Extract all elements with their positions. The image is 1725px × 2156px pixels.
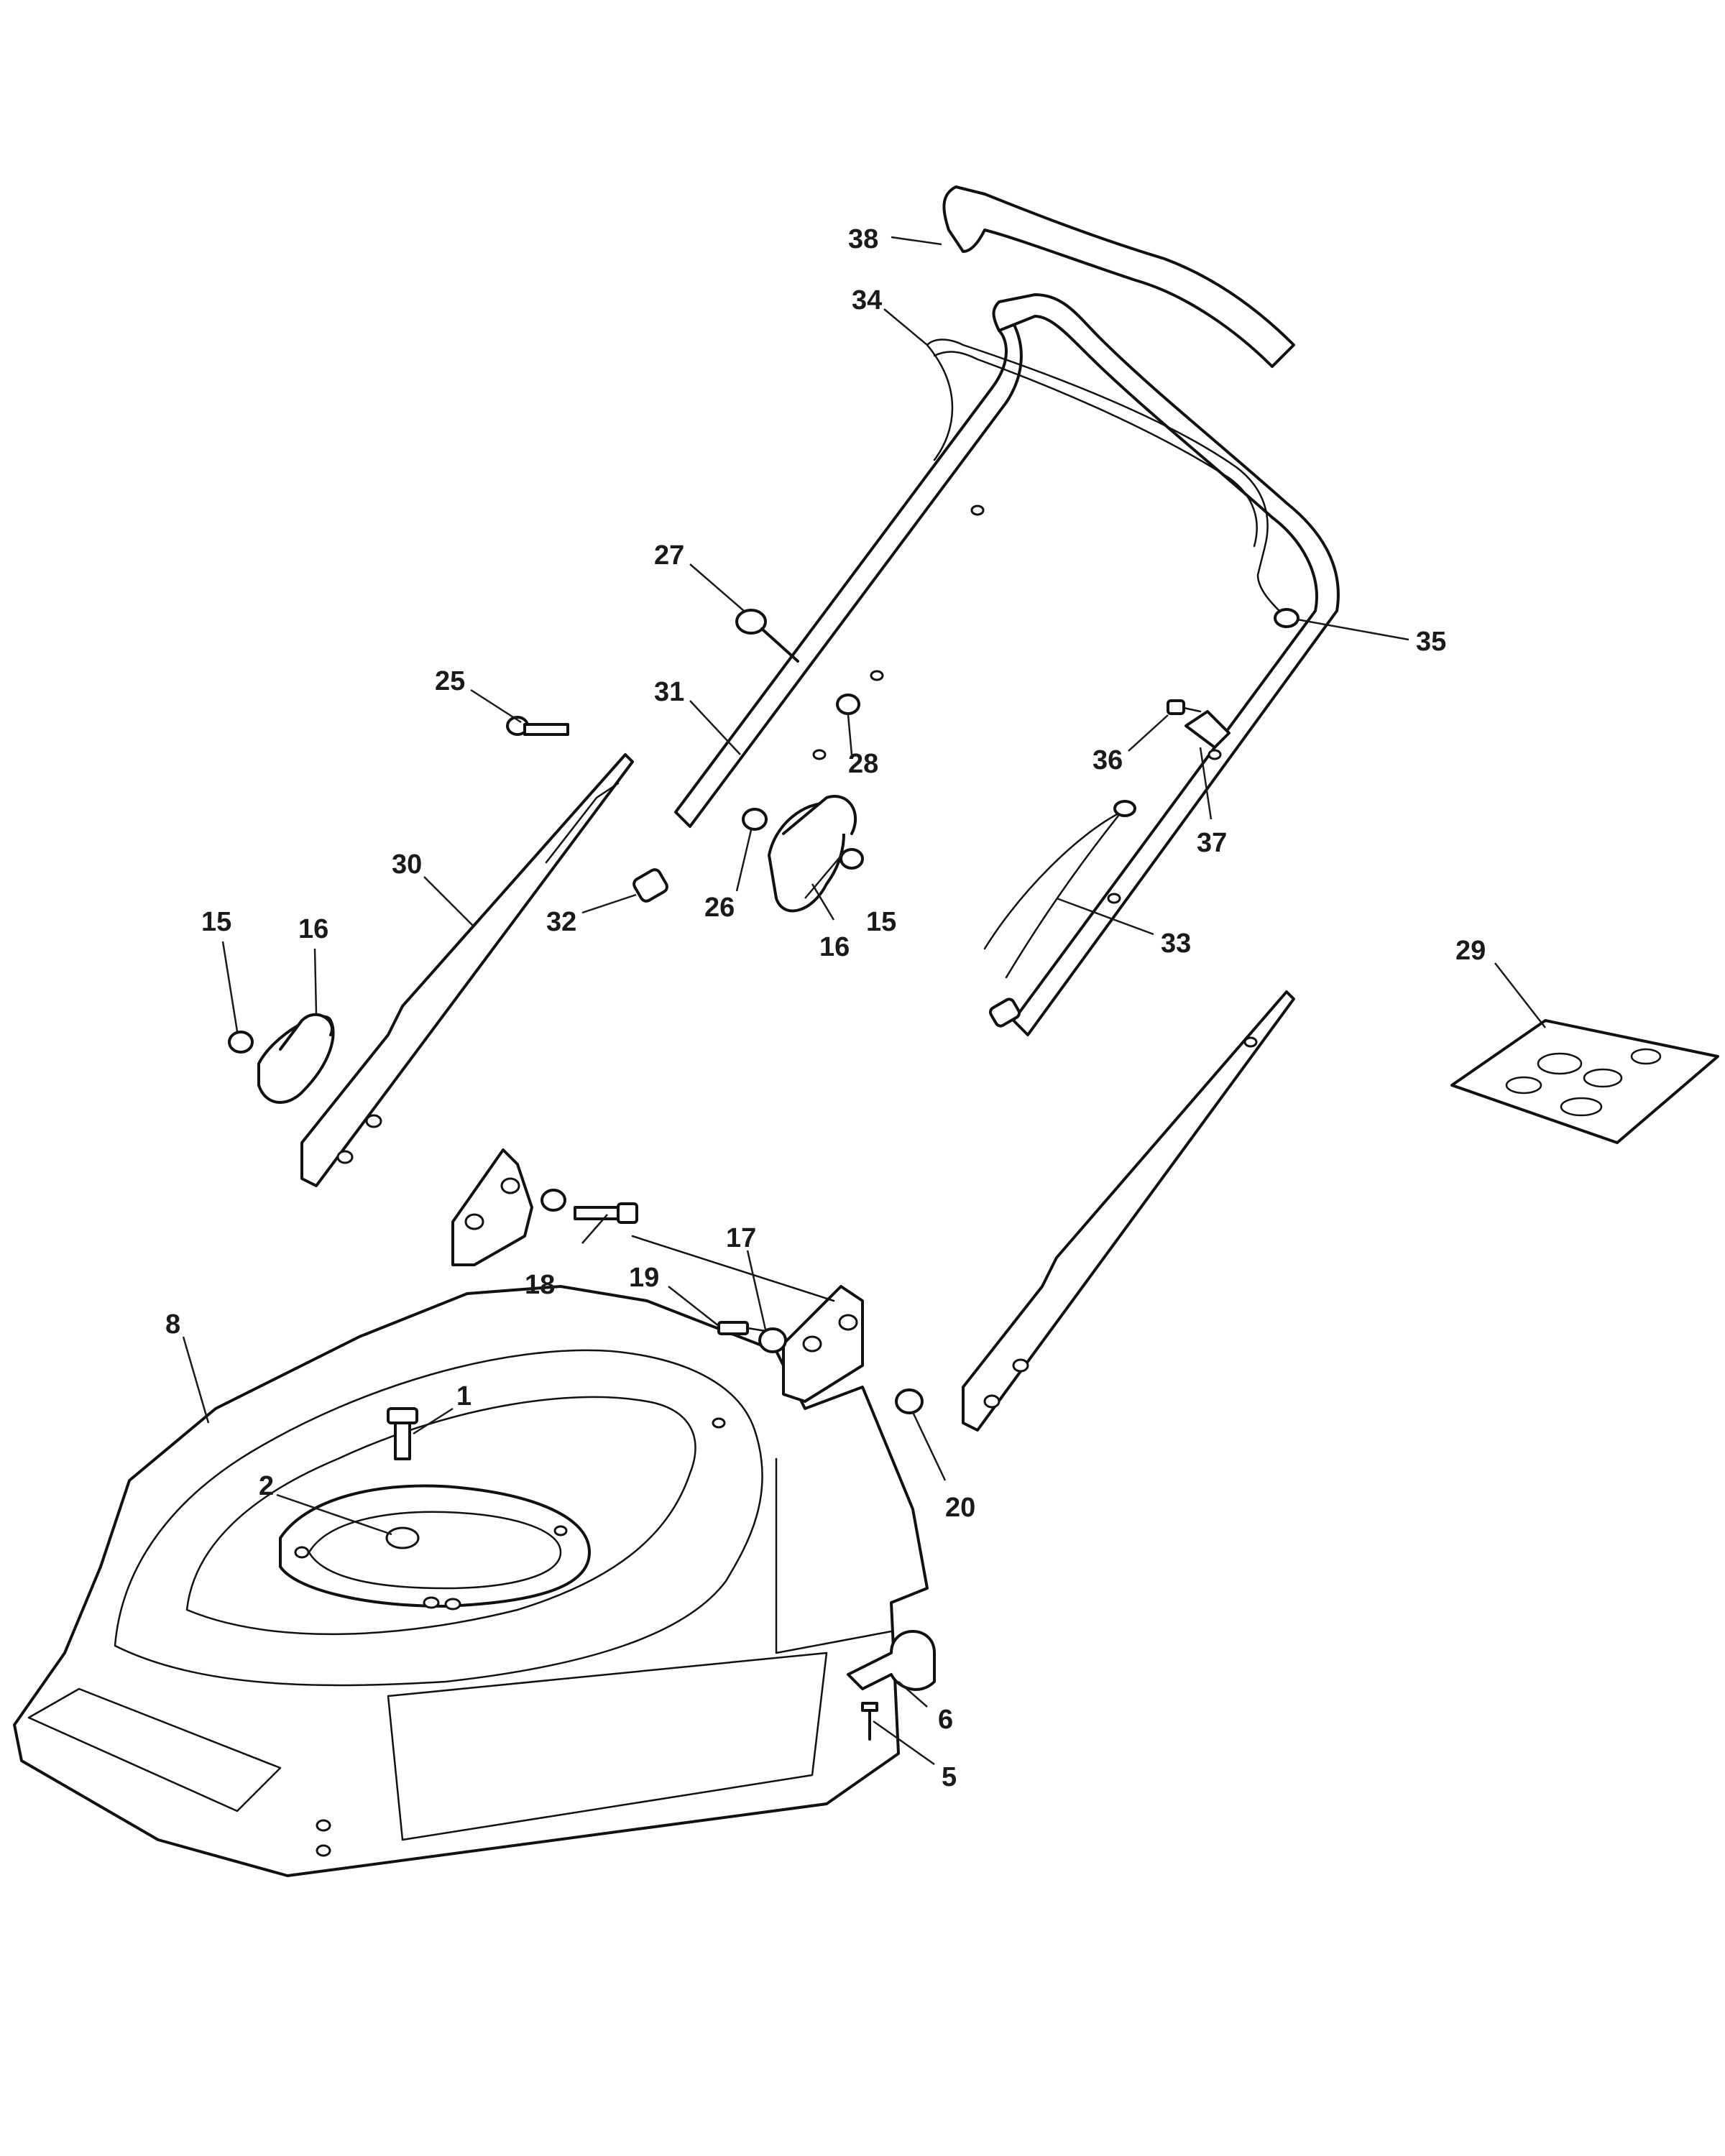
spacer-part-17 (758, 1327, 787, 1353)
bushing-part-35 (1274, 608, 1300, 628)
leader-lines (182, 236, 1546, 1766)
callout-2: 2 (259, 1471, 274, 1501)
callout-30: 30 (392, 849, 422, 880)
callout-25: 25 (435, 666, 465, 696)
callout-16-right: 16 (819, 932, 850, 962)
knob-part-16-left (257, 1013, 335, 1104)
callout-37: 37 (1197, 828, 1227, 858)
plug-part-32 (632, 868, 668, 903)
callout-38: 38 (848, 224, 878, 254)
nut-part-15-left (228, 1031, 254, 1054)
cable-part-33 (983, 800, 1136, 1028)
callout-31: 31 (654, 677, 684, 707)
nut-part-20 (895, 1388, 924, 1414)
callout-15-left: 15 (201, 907, 231, 937)
callout-20: 20 (945, 1493, 975, 1523)
lower-handle-left-part-30 (300, 753, 634, 1187)
callout-34: 34 (852, 285, 882, 315)
callout-6: 6 (938, 1705, 953, 1735)
screw-part-5 (861, 1702, 878, 1741)
clamp-part-6 (847, 1630, 936, 1691)
callout-19: 19 (629, 1263, 659, 1293)
callout-32: 32 (546, 907, 576, 937)
callout-26: 26 (704, 893, 735, 923)
bolt-part-1 (387, 1407, 418, 1460)
eyebolt-part-27 (735, 609, 799, 663)
upper-handle-part-31 (674, 293, 1340, 1036)
mower-deck (13, 1148, 929, 1877)
callout-36: 36 (1092, 745, 1123, 775)
bolt-part-19 (717, 1321, 767, 1335)
lower-handle-right (962, 990, 1295, 1432)
callout-18: 18 (525, 1270, 555, 1300)
callout-1: 1 (456, 1381, 472, 1411)
callout-27: 27 (654, 540, 684, 571)
bolt-part-18 (540, 1189, 638, 1224)
callout-17: 17 (726, 1223, 756, 1253)
clip-part-26 (742, 808, 768, 831)
callout-labels: 1 2 5 6 8 15 16 15 16 17 18 19 20 25 26 … (165, 224, 1486, 1792)
bolt-part-25 (506, 716, 569, 736)
callout-35: 35 (1416, 627, 1446, 657)
nut-part-28 (836, 694, 860, 715)
callout-15-right: 15 (866, 907, 896, 937)
callout-28: 28 (848, 749, 878, 779)
handle-grip-part-38 (942, 185, 1295, 368)
hardware-bag-part-29 (1450, 1019, 1719, 1144)
screw-part-36 (1167, 699, 1202, 715)
callout-29: 29 (1455, 936, 1486, 966)
callout-8: 8 (165, 1309, 180, 1340)
callout-16-left: 16 (298, 914, 328, 944)
callout-33: 33 (1161, 929, 1191, 959)
callout-5: 5 (942, 1762, 957, 1792)
nut-part-15-right (840, 848, 864, 870)
knob-part-16-right (768, 795, 857, 913)
control-lever-part-34 (926, 338, 1281, 612)
cable-clip-part-37 (1184, 710, 1230, 749)
